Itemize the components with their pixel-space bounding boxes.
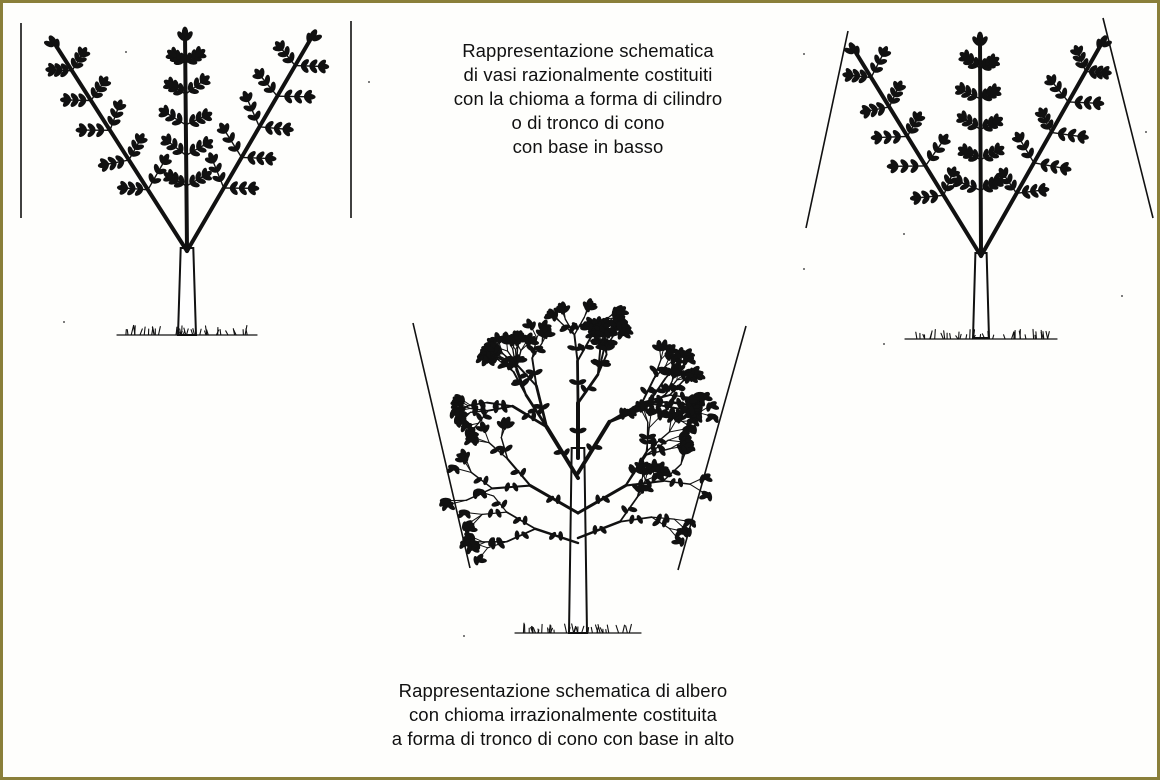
cone-vase-tree-icon [798,13,1158,363]
caption-bottom-line-3: a forma di tronco di cono con base in al… [303,727,823,751]
cylinder-vase-tree-icon [13,13,363,353]
speck [903,233,905,235]
caption-bottom-line-2: con chioma irrazionalmente costituita [303,703,823,727]
speck [1121,295,1123,297]
caption-bottom: Rappresentazione schematica di albero co… [303,679,823,751]
speck [368,81,370,83]
speck [803,268,805,270]
caption-bottom-line-1: Rappresentazione schematica di albero [303,679,823,703]
speck [125,51,127,53]
speck [1145,131,1147,133]
caption-top-line-4: o di tronco di cono [383,111,793,135]
inverted-cone-tree-icon [408,298,758,658]
caption-top-line-1: Rappresentazione schematica [383,39,793,63]
caption-top-line-2: di vasi razionalmente costituiti [383,63,793,87]
caption-top-line-3: con la chioma a forma di cilindro [383,87,793,111]
caption-top: Rappresentazione schematica di vasi razi… [383,39,793,159]
caption-top-line-5: con base in basso [383,135,793,159]
speck [63,321,65,323]
speck [883,343,885,345]
speck [463,635,465,637]
speck [803,53,805,55]
